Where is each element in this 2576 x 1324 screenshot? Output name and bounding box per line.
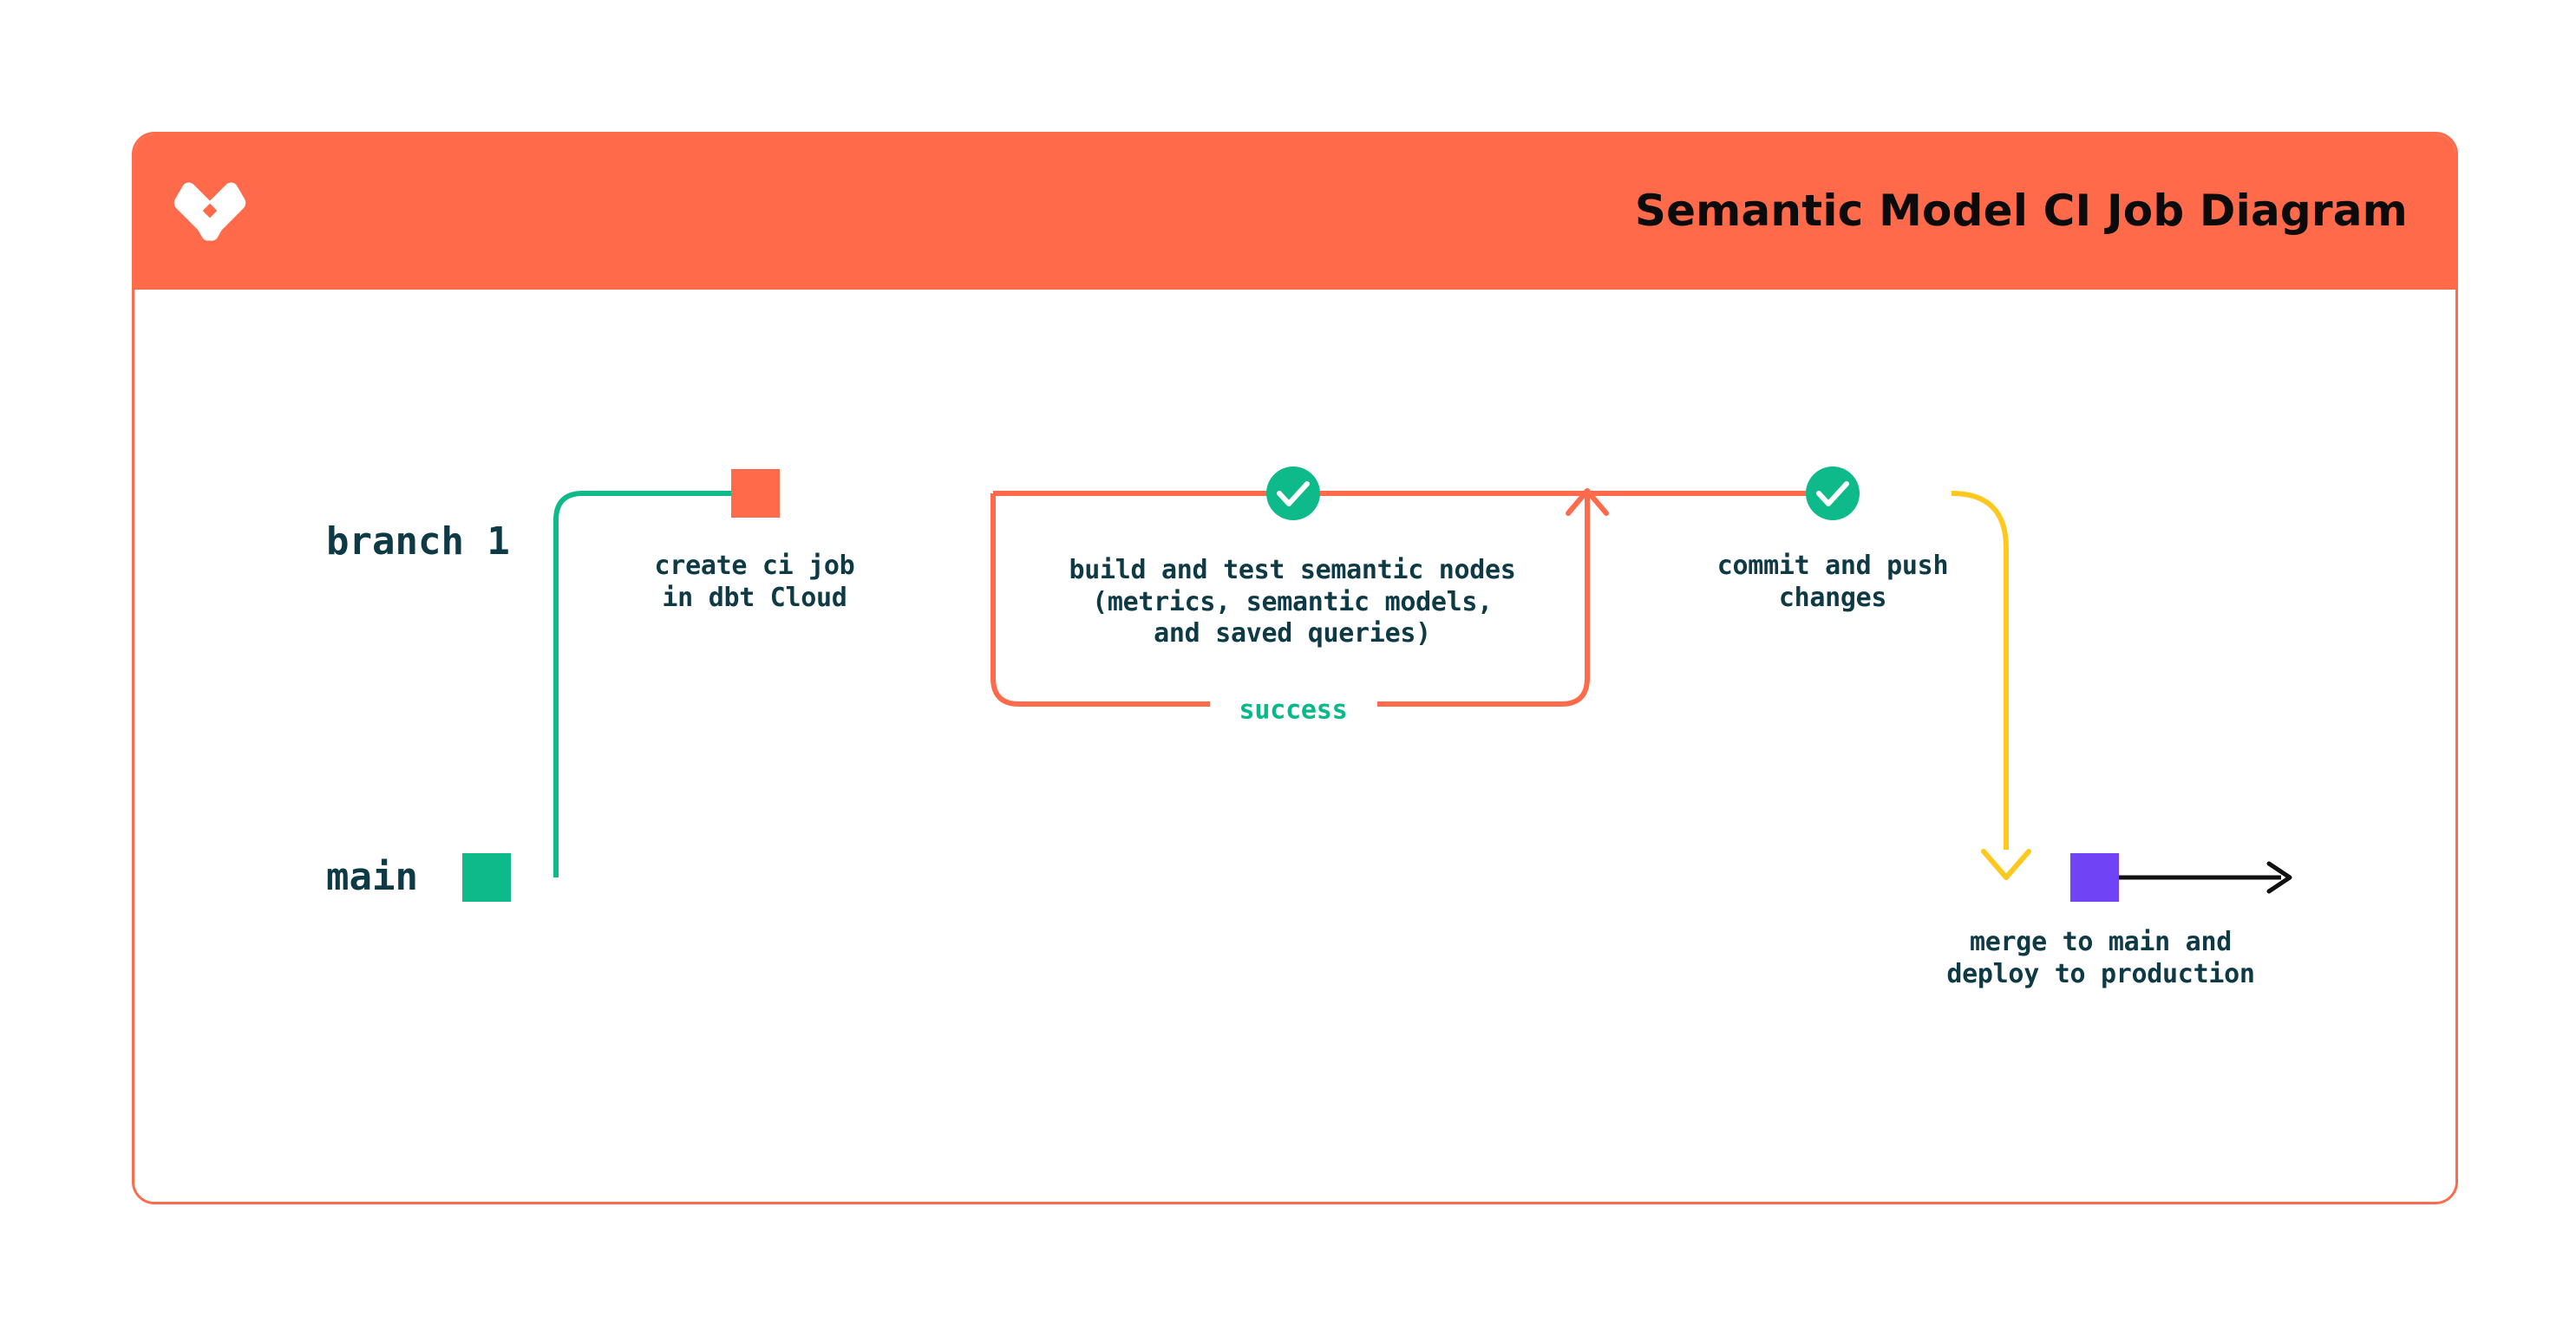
page-title: Semantic Model CI Job Diagram [1634,186,2408,236]
edge-label-success: success [1226,695,1360,727]
dbt-logo-icon [173,182,246,241]
node-label-commit-and-push: commit and push changes [1716,551,1949,613]
card-header: Semantic Model CI Job Diagram [134,134,2455,290]
lane-label-main: main [326,855,418,900]
diagram-card: Semantic Model CI Job Diagram [132,132,2458,1204]
node-label-merge-to-main: merge to main and deploy to production [1946,927,2255,989]
card-body [134,290,2455,1202]
node-label-create-ci-job: create ci job in dbt Cloud [654,551,855,613]
node-label-build-and-test: build and test semantic nodes (metrics, … [1069,555,1516,649]
lane-label-branch1: branch 1 [326,519,510,564]
